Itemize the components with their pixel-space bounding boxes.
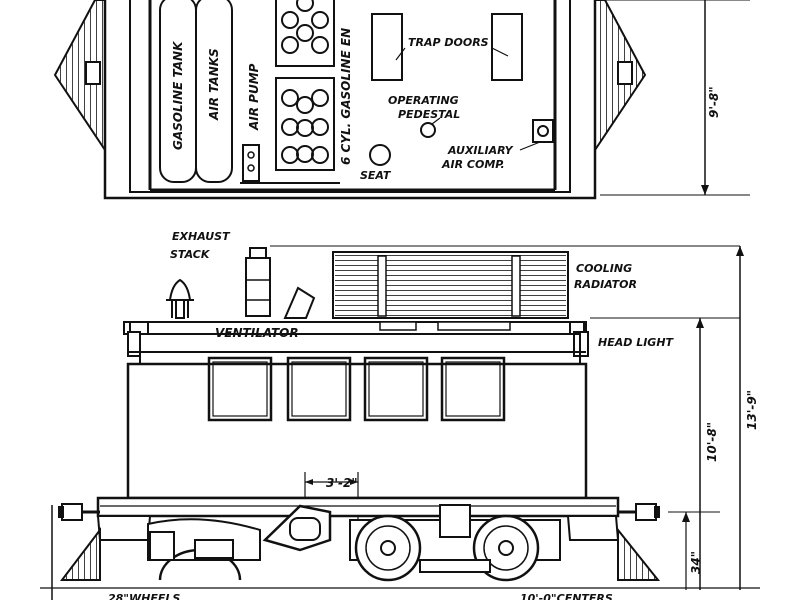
aux-air-comp-label-1: AUXILIARY [447,144,514,157]
coupler-right [618,503,660,521]
plan-body [103,0,597,200]
window-2 [286,356,352,422]
cooling-label-2: RADIATOR [574,278,637,291]
air-tanks-label: AIR TANKS [207,48,221,121]
engine-block-front [275,0,335,67]
head-light-label: HEAD LIGHT [598,336,675,349]
engine-cylinders [281,0,329,164]
exhaust-label-1: EXHAUST [172,230,231,243]
cab-height-dim: 10'-8" [705,422,719,462]
elevation-view: EXHAUST STACK COOLING RADIATOR [40,230,760,600]
aux-air-comp-label-2: AIR COMP. [441,158,505,171]
seat-label: SEAT [360,169,392,182]
cooling-label-1: COOLING [576,262,632,275]
pilot-left [59,527,101,581]
roof [123,321,587,335]
ventilator-hatch [283,286,316,319]
auxiliary-air-compressor [532,119,554,143]
centers-label: 10'-0"CENTERS [520,592,613,600]
seat [369,144,391,166]
operating-pedestal-label-2: PEDESTAL [398,108,460,121]
plan-width-dim: 9'-8" [707,86,721,118]
window-1 [207,356,273,422]
plan-view: GASOLINE TANK AIR TANKS AIR PUMP 6 CYL. … [53,0,750,200]
plan-right-coupler [617,61,633,85]
trap-doors-label: TRAP DOORS [408,36,489,49]
air-pump [242,144,260,182]
trap-door-right [491,13,523,81]
engine-label: 6 CYL. GASOLINE EN [339,28,353,165]
plan-body-inner [129,0,571,193]
gasoline-tank-label: GASOLINE TANK [171,40,185,150]
trap-door-left [371,13,403,81]
underframe [96,496,620,518]
wheels-label: 28"WHEELS [108,592,180,600]
pilot-right [617,527,661,581]
overall-height-dim: 13'-9" [745,390,759,430]
engine-block-rear [275,77,335,171]
coupler-left [58,503,100,521]
coupler-height-dim: 34" [689,551,703,574]
cooling-radiator [332,251,569,319]
air-tanks [195,0,233,183]
bell [166,278,194,319]
window-3 [363,356,429,422]
air-pump-label: AIR PUMP [247,63,261,131]
window-4 [440,356,506,422]
operating-pedestal-label-1: OPERATING [388,94,459,107]
plan-left-coupler [85,61,101,85]
exhaust-stack [245,247,271,317]
operating-pedestal [420,122,436,138]
exhaust-label-2: STACK [170,248,211,261]
wheel-spacing-dim: 3'-2" [326,476,358,490]
